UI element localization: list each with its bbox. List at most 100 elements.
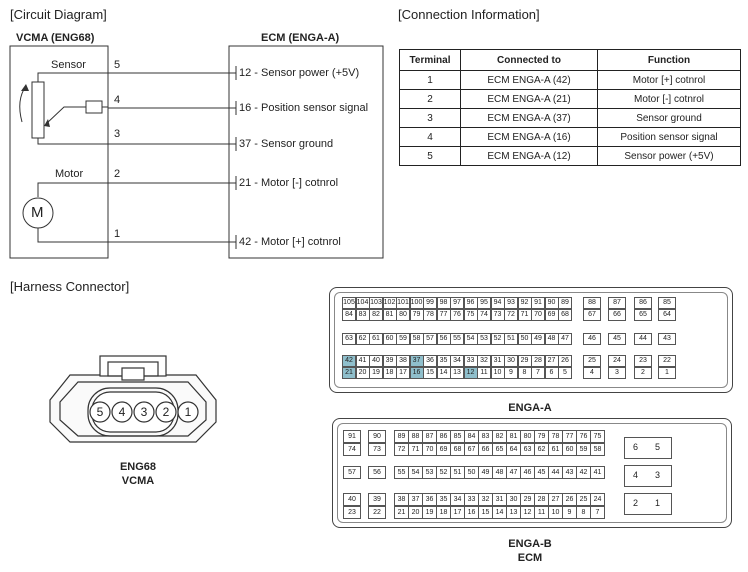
table-cell: 2 <box>399 89 461 109</box>
connector-pin: 68 <box>450 443 465 456</box>
connector-pin: 47 <box>506 466 521 479</box>
connector-pin: 4 <box>633 470 639 480</box>
connector-pin: 100 <box>409 297 424 309</box>
connector-pin: 56 <box>436 333 451 345</box>
connector-pin: 99 <box>423 297 437 309</box>
connector-pin: 90 <box>368 430 386 443</box>
connector-pin: 28 <box>531 355 545 367</box>
connector-pin: 16 <box>409 367 424 379</box>
connector-pin: 95 <box>477 297 491 309</box>
connector-pin: 16 <box>464 506 479 519</box>
harness-connector-header: [Harness Connector] <box>10 279 130 294</box>
connector-pin: 60 <box>562 443 577 456</box>
connector-pin: 61 <box>548 443 563 456</box>
connector-pin: 15 <box>478 506 493 519</box>
connector-pin: 59 <box>396 333 410 345</box>
connector-pin: 79 <box>534 430 549 443</box>
connector-pin: 31 <box>490 355 505 367</box>
connector-pin: 90 <box>544 297 559 309</box>
enga-b-caption: ENGA-B <box>508 538 552 550</box>
connector-pin: 52 <box>436 466 451 479</box>
eng68-caption: ENG68 <box>119 461 157 473</box>
vcma-pin-4: 4 <box>114 94 121 106</box>
connector-pin: 72 <box>394 443 409 456</box>
connector-pin: 54 <box>408 466 423 479</box>
connector-pin: 84 <box>342 309 356 321</box>
eng68-pin <box>177 401 199 423</box>
connector-pin: 38 <box>394 493 409 506</box>
motor-label: Motor <box>55 168 84 180</box>
connector-pin: 32 <box>477 355 491 367</box>
connector-pin: 39 <box>382 355 397 367</box>
connector-pin: 63 <box>342 333 356 345</box>
connector-pin: 26 <box>562 493 577 506</box>
connector-pin: 17 <box>450 506 465 519</box>
connector-pin: 88 <box>583 297 601 309</box>
connector-pin: 45 <box>534 466 549 479</box>
table-cell: 1 <box>399 70 461 90</box>
connector-pin: 50 <box>517 333 532 345</box>
connector-pin: 66 <box>478 443 493 456</box>
motor-m-symbol: M <box>31 204 44 221</box>
connector-pin: 64 <box>506 443 521 456</box>
vcma-caption: VCMA <box>121 475 155 487</box>
sensor-label: Sensor <box>51 59 86 71</box>
connector-pin: 6 <box>633 442 639 452</box>
connector-pin: 38 <box>396 355 410 367</box>
enga-b-connector <box>332 418 732 528</box>
connector-pin: 2 <box>633 498 639 508</box>
connector-pin: 59 <box>576 443 591 456</box>
ecm-box <box>228 45 384 259</box>
table-header-row: Terminal Connected to Function <box>399 49 741 71</box>
connector-pin: 89 <box>558 297 572 309</box>
connector-pin: 10 <box>490 367 505 379</box>
table-cell: ECM ENGA-A (12) <box>460 146 598 166</box>
connector-pin: 51 <box>504 333 518 345</box>
connector-pin: 98 <box>436 297 451 309</box>
table-cell: 4 <box>399 127 461 147</box>
connector-pin: 55 <box>450 333 464 345</box>
connector-pin: 76 <box>450 309 464 321</box>
connector-pin: 9 <box>504 367 518 379</box>
table-row: 5 ECM ENGA-A (12) Sensor power (+5V) <box>399 146 741 166</box>
connector-pin: 58 <box>409 333 424 345</box>
connector-pin: 77 <box>436 309 451 321</box>
connector-pin: 29 <box>517 355 532 367</box>
connector-pin: 67 <box>464 443 479 456</box>
connector-pin: 79 <box>409 309 424 321</box>
connector-pin: 40 <box>343 493 361 506</box>
connector-pin: 84 <box>464 430 479 443</box>
eng68-pin-label: 4 <box>119 405 126 419</box>
eng68-pin <box>111 401 133 423</box>
table-cell: ECM ENGA-A (42) <box>460 70 598 90</box>
connector-pin: 62 <box>534 443 549 456</box>
eng68-pin-label: 2 <box>163 405 170 419</box>
connector-pin: 86 <box>436 430 451 443</box>
connector-pin: 14 <box>436 367 451 379</box>
connector-pin: 15 <box>423 367 437 379</box>
connector-pin: 2 <box>634 367 652 379</box>
connector-pin: 32 <box>478 493 493 506</box>
connector-pin: 18 <box>382 367 397 379</box>
connector-pin: 103 <box>369 297 383 309</box>
connector-pin: 36 <box>422 493 437 506</box>
connector-pin: 53 <box>422 466 437 479</box>
vcma-pin-3: 3 <box>114 128 121 140</box>
connector-pin: 5 <box>655 442 661 452</box>
connector-pin: 24 <box>608 355 626 367</box>
table-cell: 5 <box>399 146 461 166</box>
connector-pin: 87 <box>608 297 626 309</box>
column-header: Connected to <box>460 49 598 71</box>
connector-pin: 48 <box>492 466 507 479</box>
connector-pin: 85 <box>658 297 676 309</box>
connector-pin: 45 <box>608 333 626 345</box>
connector-pin: 96 <box>463 297 478 309</box>
connector-pin: 70 <box>531 309 545 321</box>
connector-pin: 83 <box>478 430 493 443</box>
connector-pin: 21 <box>342 367 356 379</box>
circuit-diagram-header: [Circuit Diagram] <box>10 7 107 22</box>
connector-pin: 89 <box>394 430 409 443</box>
connector-pin: 80 <box>396 309 410 321</box>
connector-pin: 11 <box>534 506 549 519</box>
